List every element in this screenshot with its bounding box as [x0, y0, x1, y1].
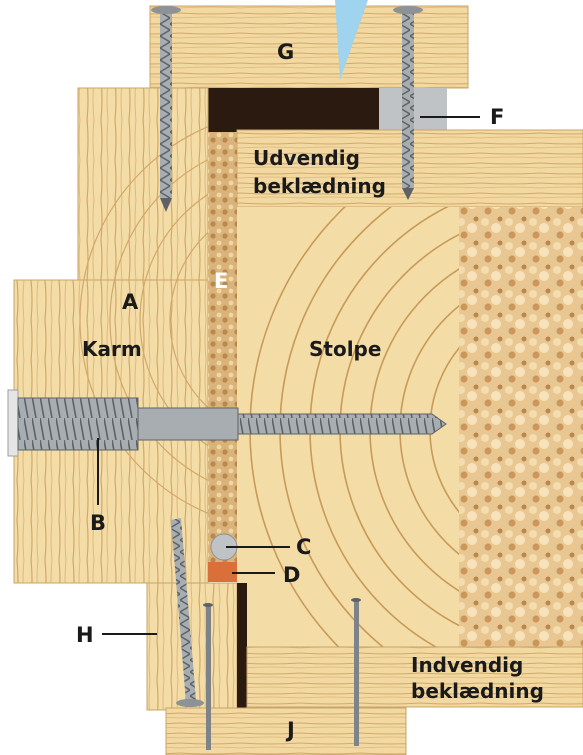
label-udvendig-1: Udvendig — [253, 146, 360, 170]
board-g — [149, 5, 469, 89]
label-udvendig-2: beklædning — [253, 174, 386, 198]
frame-screw-thread — [237, 413, 447, 435]
label-c: C — [296, 535, 311, 559]
wall-insulation — [459, 207, 583, 647]
screw-h — [171, 518, 196, 702]
karm-grain-rings — [79, 126, 208, 514]
screw-top-right — [402, 8, 414, 188]
label-h: H — [76, 623, 94, 647]
label-j: J — [285, 718, 295, 742]
frame-screw-sleeve — [17, 397, 139, 451]
label-indvendig-2: beklædning — [411, 679, 544, 703]
insulation-strip-e — [208, 132, 237, 562]
nail-right-head — [351, 598, 361, 602]
lower-gap — [237, 583, 247, 710]
frame-screw-shank — [137, 407, 239, 441]
label-b: B — [90, 511, 106, 535]
label-d: D — [283, 563, 300, 587]
label-karm: Karm — [82, 337, 142, 361]
glass-pane — [335, 0, 368, 80]
label-indvendig-1: Indvendig — [411, 653, 523, 677]
screw-h-head — [176, 699, 204, 707]
label-f: F — [490, 105, 504, 129]
nail-left-head — [203, 603, 213, 607]
nail-left — [206, 605, 211, 750]
sealant-d — [208, 562, 237, 582]
label-stolpe: Stolpe — [309, 337, 381, 361]
nail-right — [354, 600, 359, 746]
label-a: A — [122, 290, 139, 314]
frame-karm-upper — [77, 87, 209, 284]
frame-screw-head — [7, 389, 19, 457]
screw-top-left-tip — [160, 198, 172, 212]
interior-cladding-board — [246, 646, 583, 708]
label-e: E — [214, 269, 228, 293]
screw-top-right-tip — [402, 188, 414, 200]
screw-top-right-head — [393, 6, 423, 14]
label-g: G — [277, 40, 294, 64]
screw-top-left-head — [151, 6, 181, 14]
air-cavity — [207, 88, 379, 132]
board-j — [165, 707, 407, 755]
screw-top-left — [160, 8, 172, 198]
